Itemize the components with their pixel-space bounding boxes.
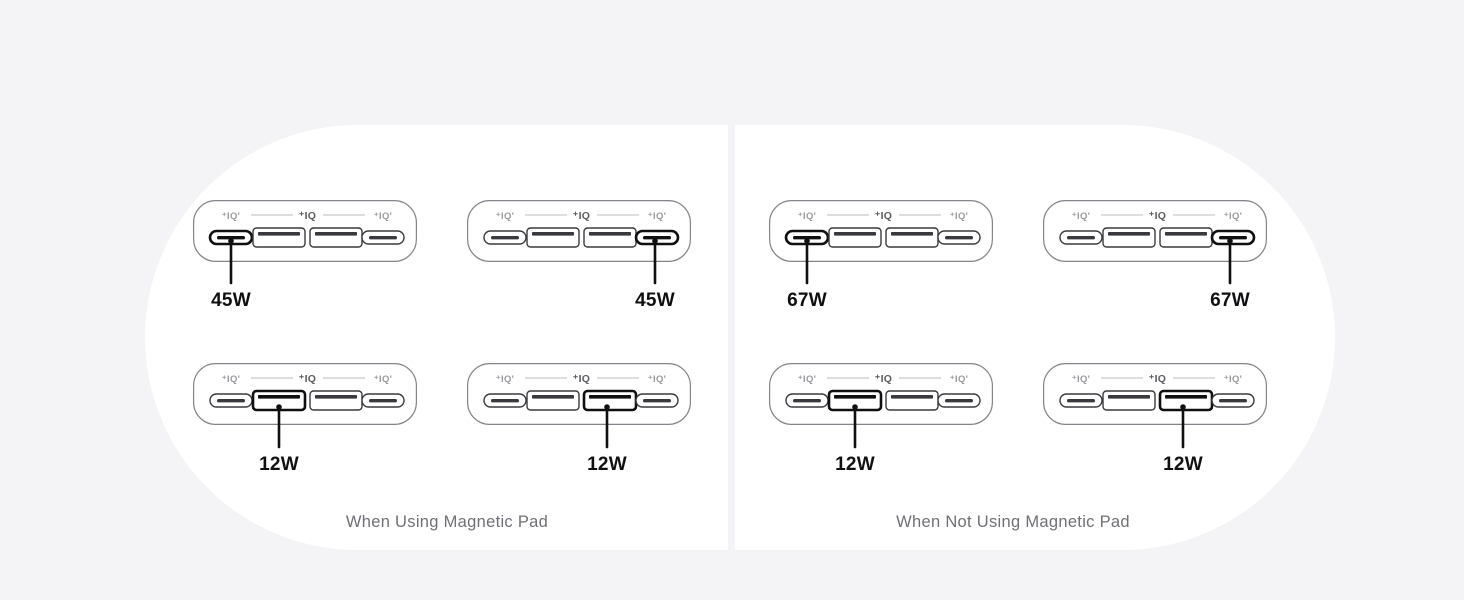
wattage-label-left-bottom: 12W bbox=[259, 454, 299, 475]
port-usb-a-3 bbox=[885, 390, 939, 411]
port-usb-a-3 bbox=[885, 227, 939, 248]
wattage-label-right-bottom-right: 12W bbox=[1163, 454, 1203, 475]
port-usb-c-4 bbox=[1211, 393, 1255, 408]
iq-badge-left: ⁺IQ' bbox=[222, 211, 241, 222]
port-usb-c-4 bbox=[635, 393, 679, 408]
device-body-outline bbox=[193, 200, 418, 262]
iq-badge-left: ⁺IQ' bbox=[1072, 211, 1091, 222]
iq-badge-right: ⁺IQ' bbox=[648, 211, 667, 222]
port-usb-a-3-active bbox=[582, 389, 638, 412]
iq-badge-center: ⁺IQ bbox=[573, 210, 591, 222]
panel-using-magnetic-pad bbox=[145, 125, 728, 550]
iq-badge-center: ⁺IQ bbox=[299, 210, 317, 222]
port-usb-a-2-active bbox=[827, 389, 883, 412]
caption-using-magnetic-pad: When Using Magnetic Pad bbox=[345, 513, 549, 531]
iq-badge-center: ⁺IQ bbox=[1149, 210, 1167, 222]
device-right-bottom-right: ⁺IQ' ⁺IQ ⁺IQ' bbox=[1043, 363, 1268, 425]
port-usb-c-4 bbox=[937, 230, 981, 245]
iq-badge-center: ⁺IQ bbox=[875, 210, 893, 222]
wattage-label-left-top-right: 45W bbox=[635, 290, 675, 311]
port-usb-c-1 bbox=[1059, 393, 1103, 408]
wattage-label-left-bottom-right: 12W bbox=[587, 454, 627, 475]
device-body-outline bbox=[467, 363, 692, 425]
caption-not-using-magnetic-pad: When Not Using Magnetic Pad bbox=[896, 513, 1130, 531]
port-usb-a-2 bbox=[1102, 390, 1156, 411]
device-body-outline bbox=[193, 363, 418, 425]
wattage-label-right-top: 67W bbox=[787, 290, 827, 311]
iq-badge-center: ⁺IQ bbox=[299, 373, 317, 385]
port-usb-a-2 bbox=[526, 390, 580, 411]
iq-badge-right: ⁺IQ' bbox=[1224, 211, 1243, 222]
device-left-bottom: ⁺IQ' ⁺IQ ⁺IQ' bbox=[193, 363, 418, 425]
iq-badge-center: ⁺IQ bbox=[1149, 373, 1167, 385]
wattage-label-right-top-right: 67W bbox=[1210, 290, 1250, 311]
port-usb-c-1 bbox=[1059, 230, 1103, 245]
port-usb-a-3 bbox=[583, 227, 637, 248]
device-right-bottom: ⁺IQ' ⁺IQ ⁺IQ' bbox=[769, 363, 994, 425]
device-body-outline bbox=[1043, 200, 1268, 262]
callout-leader-left-bottom bbox=[276, 404, 282, 449]
iq-badge-center: ⁺IQ bbox=[875, 373, 893, 385]
callout-leader-right-bottom-right bbox=[1180, 404, 1186, 449]
wattage-label-left-top: 45W bbox=[211, 290, 251, 311]
iq-badge-left: ⁺IQ' bbox=[496, 211, 515, 222]
port-usb-a-2 bbox=[1102, 227, 1156, 248]
device-left-top: ⁺IQ' ⁺IQ ⁺IQ' bbox=[193, 200, 418, 262]
iq-badge-left: ⁺IQ' bbox=[222, 374, 241, 385]
port-usb-a-3 bbox=[1159, 227, 1213, 248]
iq-badge-right: ⁺IQ' bbox=[374, 374, 393, 385]
iq-badge-right: ⁺IQ' bbox=[950, 211, 969, 222]
iq-badge-right: ⁺IQ' bbox=[374, 211, 393, 222]
port-usb-c-4-active bbox=[1210, 229, 1256, 246]
port-usb-a-3 bbox=[309, 227, 363, 248]
callout-leader-right-top-right bbox=[1227, 238, 1233, 285]
port-usb-a-3 bbox=[309, 390, 363, 411]
port-usb-c-1 bbox=[209, 393, 253, 408]
callout-leader-right-bottom bbox=[852, 404, 858, 449]
device-right-top: ⁺IQ' ⁺IQ ⁺IQ' bbox=[769, 200, 994, 262]
port-usb-c-4 bbox=[361, 230, 405, 245]
port-usb-a-2 bbox=[252, 227, 306, 248]
iq-badge-left: ⁺IQ' bbox=[798, 374, 817, 385]
callout-leader-left-bottom-right bbox=[604, 404, 610, 449]
device-left-top-right: ⁺IQ' ⁺IQ ⁺IQ' bbox=[467, 200, 692, 262]
panel-not-using-magnetic-pad bbox=[735, 125, 1335, 550]
device-body-outline bbox=[769, 363, 994, 425]
iq-badge-left: ⁺IQ' bbox=[496, 374, 515, 385]
port-usb-c-4 bbox=[361, 393, 405, 408]
port-usb-c-4 bbox=[937, 393, 981, 408]
port-usb-c-1 bbox=[483, 393, 527, 408]
port-usb-a-3-active bbox=[1158, 389, 1214, 412]
iq-badge-right: ⁺IQ' bbox=[1224, 374, 1243, 385]
device-body-outline bbox=[769, 200, 994, 262]
device-left-bottom-right: ⁺IQ' ⁺IQ ⁺IQ' bbox=[467, 363, 692, 425]
callout-leader-right-top bbox=[804, 238, 810, 285]
callout-leader-left-top bbox=[228, 238, 234, 285]
device-body-outline bbox=[467, 200, 692, 262]
iq-badge-center: ⁺IQ bbox=[573, 373, 591, 385]
port-usb-a-2 bbox=[828, 227, 882, 248]
callout-leader-left-top-right bbox=[652, 238, 658, 285]
port-usb-c-4-active bbox=[634, 229, 680, 246]
port-usb-c-1 bbox=[483, 230, 527, 245]
port-usb-c-1 bbox=[785, 393, 829, 408]
iq-badge-right: ⁺IQ' bbox=[950, 374, 969, 385]
iq-badge-left: ⁺IQ' bbox=[798, 211, 817, 222]
device-body-outline bbox=[1043, 363, 1268, 425]
iq-badge-left: ⁺IQ' bbox=[1072, 374, 1091, 385]
wattage-label-right-bottom: 12W bbox=[835, 454, 875, 475]
device-right-top-right: ⁺IQ' ⁺IQ ⁺IQ' bbox=[1043, 200, 1268, 262]
port-usb-a-2 bbox=[526, 227, 580, 248]
iq-badge-right: ⁺IQ' bbox=[648, 374, 667, 385]
